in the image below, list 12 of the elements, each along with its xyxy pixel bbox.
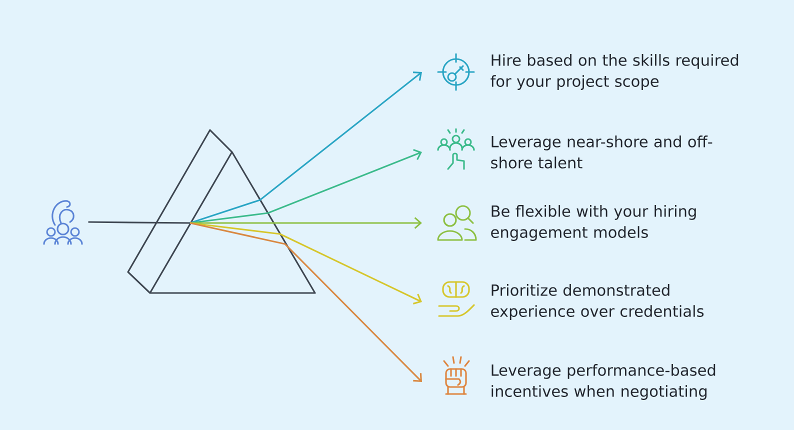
arrow — [190, 222, 422, 382]
item-text: Leverage performance-based incentives when negotiating — [492, 364, 716, 400]
arrow — [190, 72, 422, 224]
team-icon — [43, 200, 83, 245]
arrow — [190, 217, 422, 229]
item-text: Prioritize demonstrated experience over credentials — [491, 284, 704, 320]
line — [88, 221, 190, 224]
item-text: Be flexible with your hiring engagement models — [491, 205, 696, 241]
item-text: Hire based on the skills required for your project scope — [490, 54, 738, 90]
arrow — [190, 222, 422, 304]
item-text: Leverage near-shore and off-shore talent — [491, 136, 712, 168]
prism — [127, 129, 316, 294]
